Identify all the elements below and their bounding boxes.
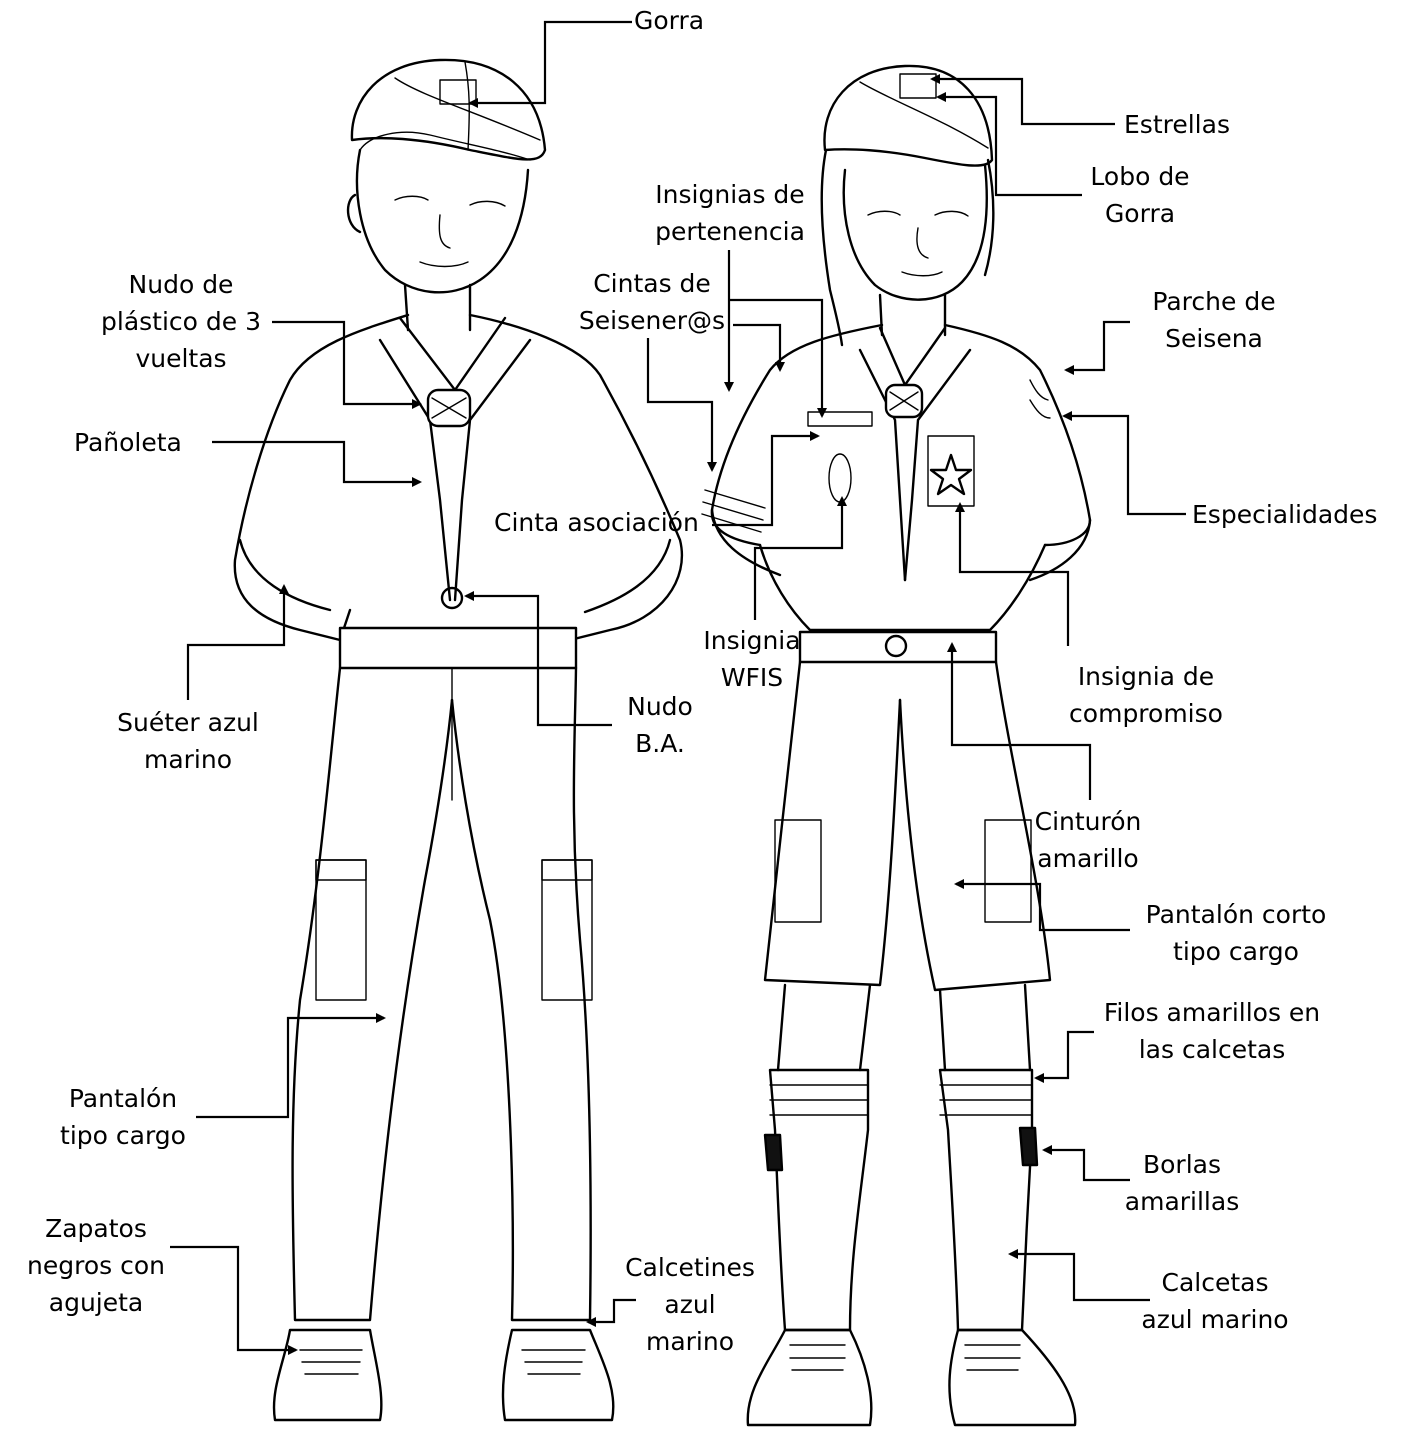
leader-zapatos: [170, 1247, 296, 1350]
label-cinturon: Cinturón amarillo: [1026, 803, 1150, 877]
label-pantalon-cargo: Pantalón tipo cargo: [50, 1080, 196, 1154]
label-filos-amarillos: Filos amarillos en las calcetas: [1098, 994, 1326, 1068]
leader-wfis: [755, 498, 842, 620]
shorts-right: [765, 662, 900, 985]
label-insignia-compromiso: Insignia de compromiso: [1060, 658, 1232, 732]
label-nudo-ba: Nudo B.A.: [612, 688, 708, 762]
label-borlas: Borlas amarillas: [1124, 1146, 1240, 1220]
label-cinta-asociacion: Cinta asociación: [494, 504, 699, 541]
label-calcetines: Calcetines azul marino: [616, 1249, 764, 1360]
shoe-left-2: [503, 1330, 613, 1420]
sock-right-2: [940, 1070, 1032, 1330]
sock-right-1: [770, 1070, 868, 1330]
leader-compromiso: [960, 504, 1068, 646]
leader-gorra: [470, 22, 632, 103]
leader-parche: [1066, 322, 1130, 370]
leader-pantalon-cargo: [196, 1018, 384, 1117]
label-lobo-de-gorra: Lobo de Gorra: [1076, 158, 1204, 232]
leader-lobo: [938, 97, 1082, 195]
label-nudo-plastico: Nudo de plástico de 3 vueltas: [96, 266, 266, 377]
cap-left: [352, 60, 545, 160]
leader-especialidades: [1064, 416, 1186, 514]
face-right: [844, 165, 987, 300]
label-panoleta: Pañoleta: [74, 424, 182, 461]
leader-borlas: [1044, 1150, 1130, 1180]
leader-panoleta: [212, 442, 420, 482]
label-gorra: Gorra: [634, 2, 704, 39]
label-especialidades: Especialidades: [1192, 496, 1377, 533]
shoe-right-1: [748, 1330, 872, 1425]
label-calcetas: Calcetas azul marino: [1140, 1264, 1290, 1338]
leader-nudo-plastico: [272, 322, 420, 404]
label-estrellas: Estrellas: [1124, 106, 1230, 143]
shoe-left-1: [274, 1330, 381, 1420]
label-zapatos: Zapatos negros con agujeta: [22, 1210, 170, 1321]
leader-cintas-a: [733, 325, 780, 370]
cap-right: [824, 66, 992, 166]
leader-estrellas: [932, 79, 1115, 124]
leader-filos: [1036, 1032, 1094, 1078]
leader-insignias-b: [729, 300, 822, 416]
leader-sueter: [188, 586, 284, 700]
label-sueter: Suéter azul marino: [106, 704, 270, 778]
shoe-right-2: [949, 1330, 1075, 1425]
face-left: [357, 150, 528, 292]
label-parche-seisena: Parche de Seisena: [1134, 283, 1294, 357]
label-insignias-pertenencia: Insignias de pertenencia: [640, 176, 820, 250]
label-pantalon-corto: Pantalón corto tipo cargo: [1136, 896, 1336, 970]
label-cintas-seisener: Cintas de Seisener@s: [572, 265, 732, 339]
label-insignia-wfis: Insignia WFIS: [690, 622, 814, 696]
leader-calcetas: [1010, 1254, 1150, 1300]
leader-cintas-b: [648, 338, 712, 470]
